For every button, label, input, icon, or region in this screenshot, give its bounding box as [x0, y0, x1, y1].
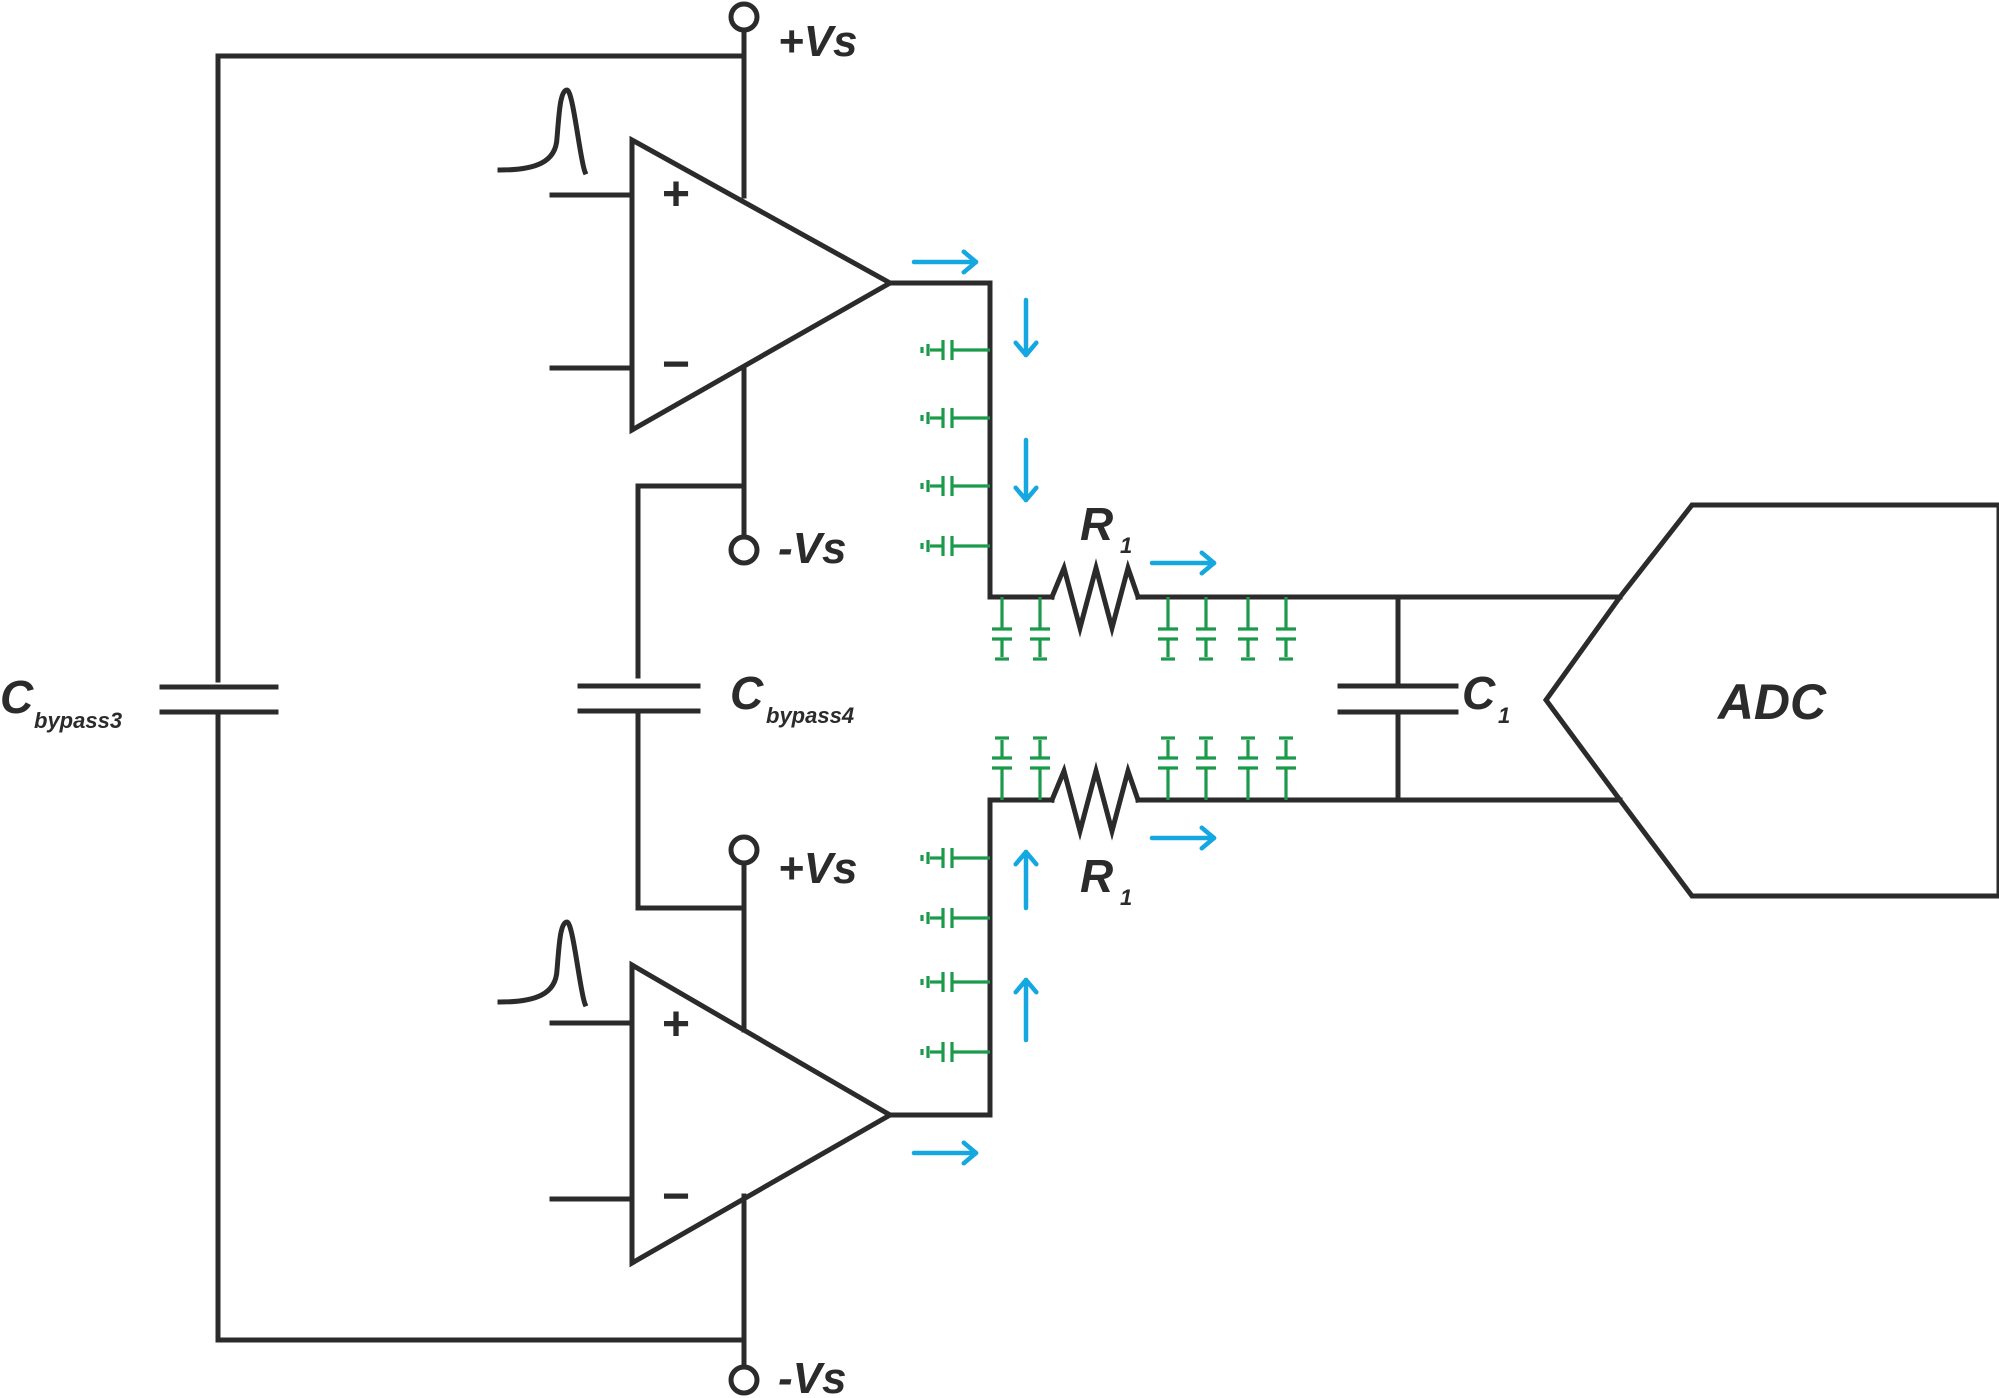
cbypass4-label: C bypass4 — [730, 667, 854, 728]
supply-label-top-plus: +Vs — [778, 17, 858, 66]
parasitic-cap-icon — [1158, 736, 1178, 800]
parasitic-cap-icon — [920, 848, 990, 868]
pulse-icon-bottom — [497, 919, 589, 1008]
parasitic-cap-icon — [1276, 736, 1296, 800]
opamp-top: + − — [549, 53, 896, 538]
r1-top-label: R 1 — [1080, 498, 1132, 558]
parasitic-cap-icon — [920, 476, 990, 496]
supply-pin-top-plus — [728, 1, 760, 33]
opamp-bottom-minus-sign: − — [662, 1170, 690, 1223]
parasitic-cap-icon — [992, 736, 1012, 800]
current-arrow-icon — [1149, 825, 1217, 851]
svg-text:C: C — [1462, 667, 1496, 719]
svg-text:1: 1 — [1120, 533, 1132, 558]
current-arrow-icon — [1013, 437, 1039, 503]
supply-pin-bottom-plus — [728, 834, 760, 866]
adc-label: ADC — [1716, 674, 1827, 730]
c1-label: C 1 — [1462, 667, 1510, 728]
r1-bottom-label: R 1 — [1080, 850, 1132, 910]
parasitic-cap-icon — [1196, 597, 1216, 661]
parasitic-cap-icon — [920, 408, 990, 428]
current-arrows — [911, 249, 1217, 1166]
opamp-top-minus-sign: − — [662, 338, 690, 391]
cbypass3-loop — [159, 53, 747, 1343]
current-arrow-icon — [911, 1140, 979, 1166]
parasitic-cap-icon — [1196, 736, 1216, 800]
supply-label-bottom-plus: +Vs — [778, 844, 858, 893]
adc-block: ADC — [1542, 502, 1999, 899]
cbypass4-loop — [577, 483, 747, 911]
current-arrow-icon — [1013, 977, 1039, 1043]
supply-pin-top-minus — [728, 534, 760, 566]
parasitic-cap-icon — [920, 1042, 990, 1062]
c1-capacitor — [1337, 594, 1459, 803]
supply-pin-bottom-minus — [728, 1364, 760, 1396]
parasitic-caps — [920, 340, 1296, 1062]
svg-text:C: C — [0, 671, 34, 723]
parasitic-cap-icon — [992, 597, 1012, 661]
current-arrow-icon — [1149, 550, 1217, 576]
svg-text:R: R — [1080, 850, 1113, 902]
svg-text:bypass3: bypass3 — [34, 708, 122, 733]
cbypass3-label: C bypass3 — [0, 671, 122, 733]
svg-text:bypass4: bypass4 — [766, 703, 854, 728]
svg-text:C: C — [730, 667, 764, 719]
output-trace-top — [887, 280, 1623, 638]
parasitic-cap-icon — [1030, 597, 1050, 661]
supply-label-top-minus: -Vs — [778, 524, 846, 573]
parasitic-cap-icon — [920, 536, 990, 556]
svg-text:1: 1 — [1498, 703, 1510, 728]
pulse-icon-top — [497, 87, 589, 176]
parasitic-cap-icon — [1238, 736, 1258, 800]
svg-text:R: R — [1080, 498, 1113, 550]
opamp-bottom-plus-sign: + — [662, 998, 690, 1051]
parasitic-cap-icon — [1276, 597, 1296, 661]
parasitic-cap-icon — [1030, 736, 1050, 800]
parasitic-cap-icon — [1158, 597, 1178, 661]
current-arrow-icon — [1013, 297, 1039, 358]
parasitic-cap-icon — [920, 908, 990, 928]
current-arrow-icon — [1013, 849, 1039, 911]
parasitic-cap-icon — [920, 340, 990, 360]
opamp-top-plus-sign: + — [662, 168, 690, 221]
opamp-bottom: + − — [549, 861, 895, 1368]
svg-text:1: 1 — [1120, 885, 1132, 910]
parasitic-cap-icon — [920, 972, 990, 992]
output-trace-bottom — [887, 761, 1623, 1118]
parasitic-cap-icon — [1238, 597, 1258, 661]
supply-label-bottom-minus: -Vs — [778, 1354, 846, 1398]
current-arrow-icon — [911, 249, 979, 275]
